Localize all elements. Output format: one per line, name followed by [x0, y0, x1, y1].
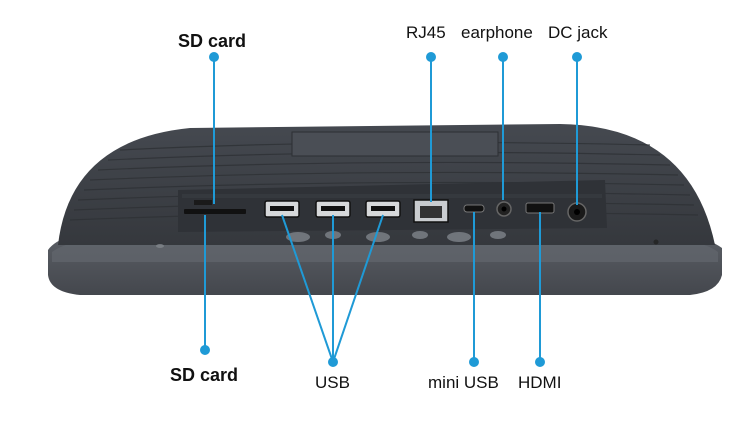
access-plate — [291, 131, 499, 157]
label-earphone: earphone — [461, 23, 533, 42]
base-buttons — [156, 231, 659, 248]
usb-ports — [264, 200, 401, 218]
callouts — [200, 52, 582, 367]
label-sd-card-bottom: SD card — [170, 365, 239, 385]
label-mini-usb: mini USB — [428, 373, 499, 392]
label-hdmi: HDMI — [518, 373, 562, 392]
hdmi-port — [525, 202, 555, 214]
mini-usb-port — [463, 204, 485, 213]
label-dc-jack: DC jack — [548, 23, 608, 42]
label-usb: USB — [315, 373, 350, 392]
sd-slot — [184, 209, 246, 214]
label-rj45: RJ45 — [406, 23, 446, 42]
label-sd-card-top: SD card — [178, 31, 247, 51]
